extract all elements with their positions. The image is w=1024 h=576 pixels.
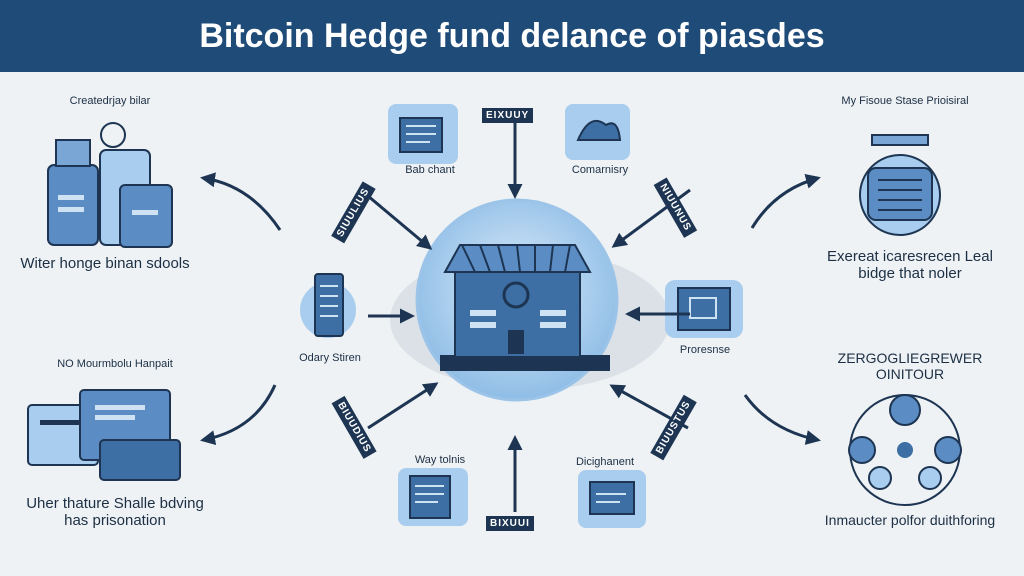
network-icon	[848, 394, 962, 506]
top-center-left-caption: Bab chant	[405, 164, 455, 176]
cards-icon	[27, 389, 181, 481]
top-left-description: Witer honge binan sdools	[20, 255, 190, 272]
bank-building-icon	[440, 244, 610, 371]
tag-bottom: BIXUUI	[486, 516, 534, 531]
center-hub	[390, 198, 670, 402]
top-center-right-caption: Comarnisry	[571, 164, 629, 176]
phone-icon	[300, 273, 356, 338]
tag-top: EIXUUY	[482, 108, 534, 123]
bottom-right-caption: ZERGOGLIEGREWER OINITOUR	[837, 350, 983, 383]
diagram-canvas	[27, 104, 962, 528]
document-icon	[388, 104, 458, 164]
title-banner	[0, 0, 1024, 72]
top-right-description: Exereat icaresrecen Leal bidge that nole…	[827, 248, 993, 283]
contract-icon	[398, 468, 468, 526]
bottom-right-description: Inmaucter polfor duithforing	[824, 512, 996, 528]
top-left-caption: Createdrjay bilar	[69, 95, 151, 107]
bottom-center-left-caption: Way tolnis	[414, 454, 466, 466]
machine-icon	[859, 134, 941, 236]
middle-right-caption: Proresnse	[679, 344, 731, 356]
bottom-left-caption: NO Mourmbolu Hanpait	[57, 358, 173, 370]
bottom-left-description: Uher thature Shalle bdving has prisonati…	[26, 495, 204, 530]
hands-icon	[565, 104, 630, 160]
safe-icon	[665, 280, 743, 338]
top-right-caption: My Fisoue Stase Prioisiral	[841, 95, 969, 107]
page-title: Bitcoin Hedge fund delance of piasdes	[199, 17, 825, 55]
bottom-center-right-caption: Dicighanent	[575, 456, 635, 468]
bottles-icon	[47, 122, 173, 248]
middle-left-caption: Odary Stiren	[299, 352, 361, 364]
checklist-icon	[578, 470, 646, 528]
